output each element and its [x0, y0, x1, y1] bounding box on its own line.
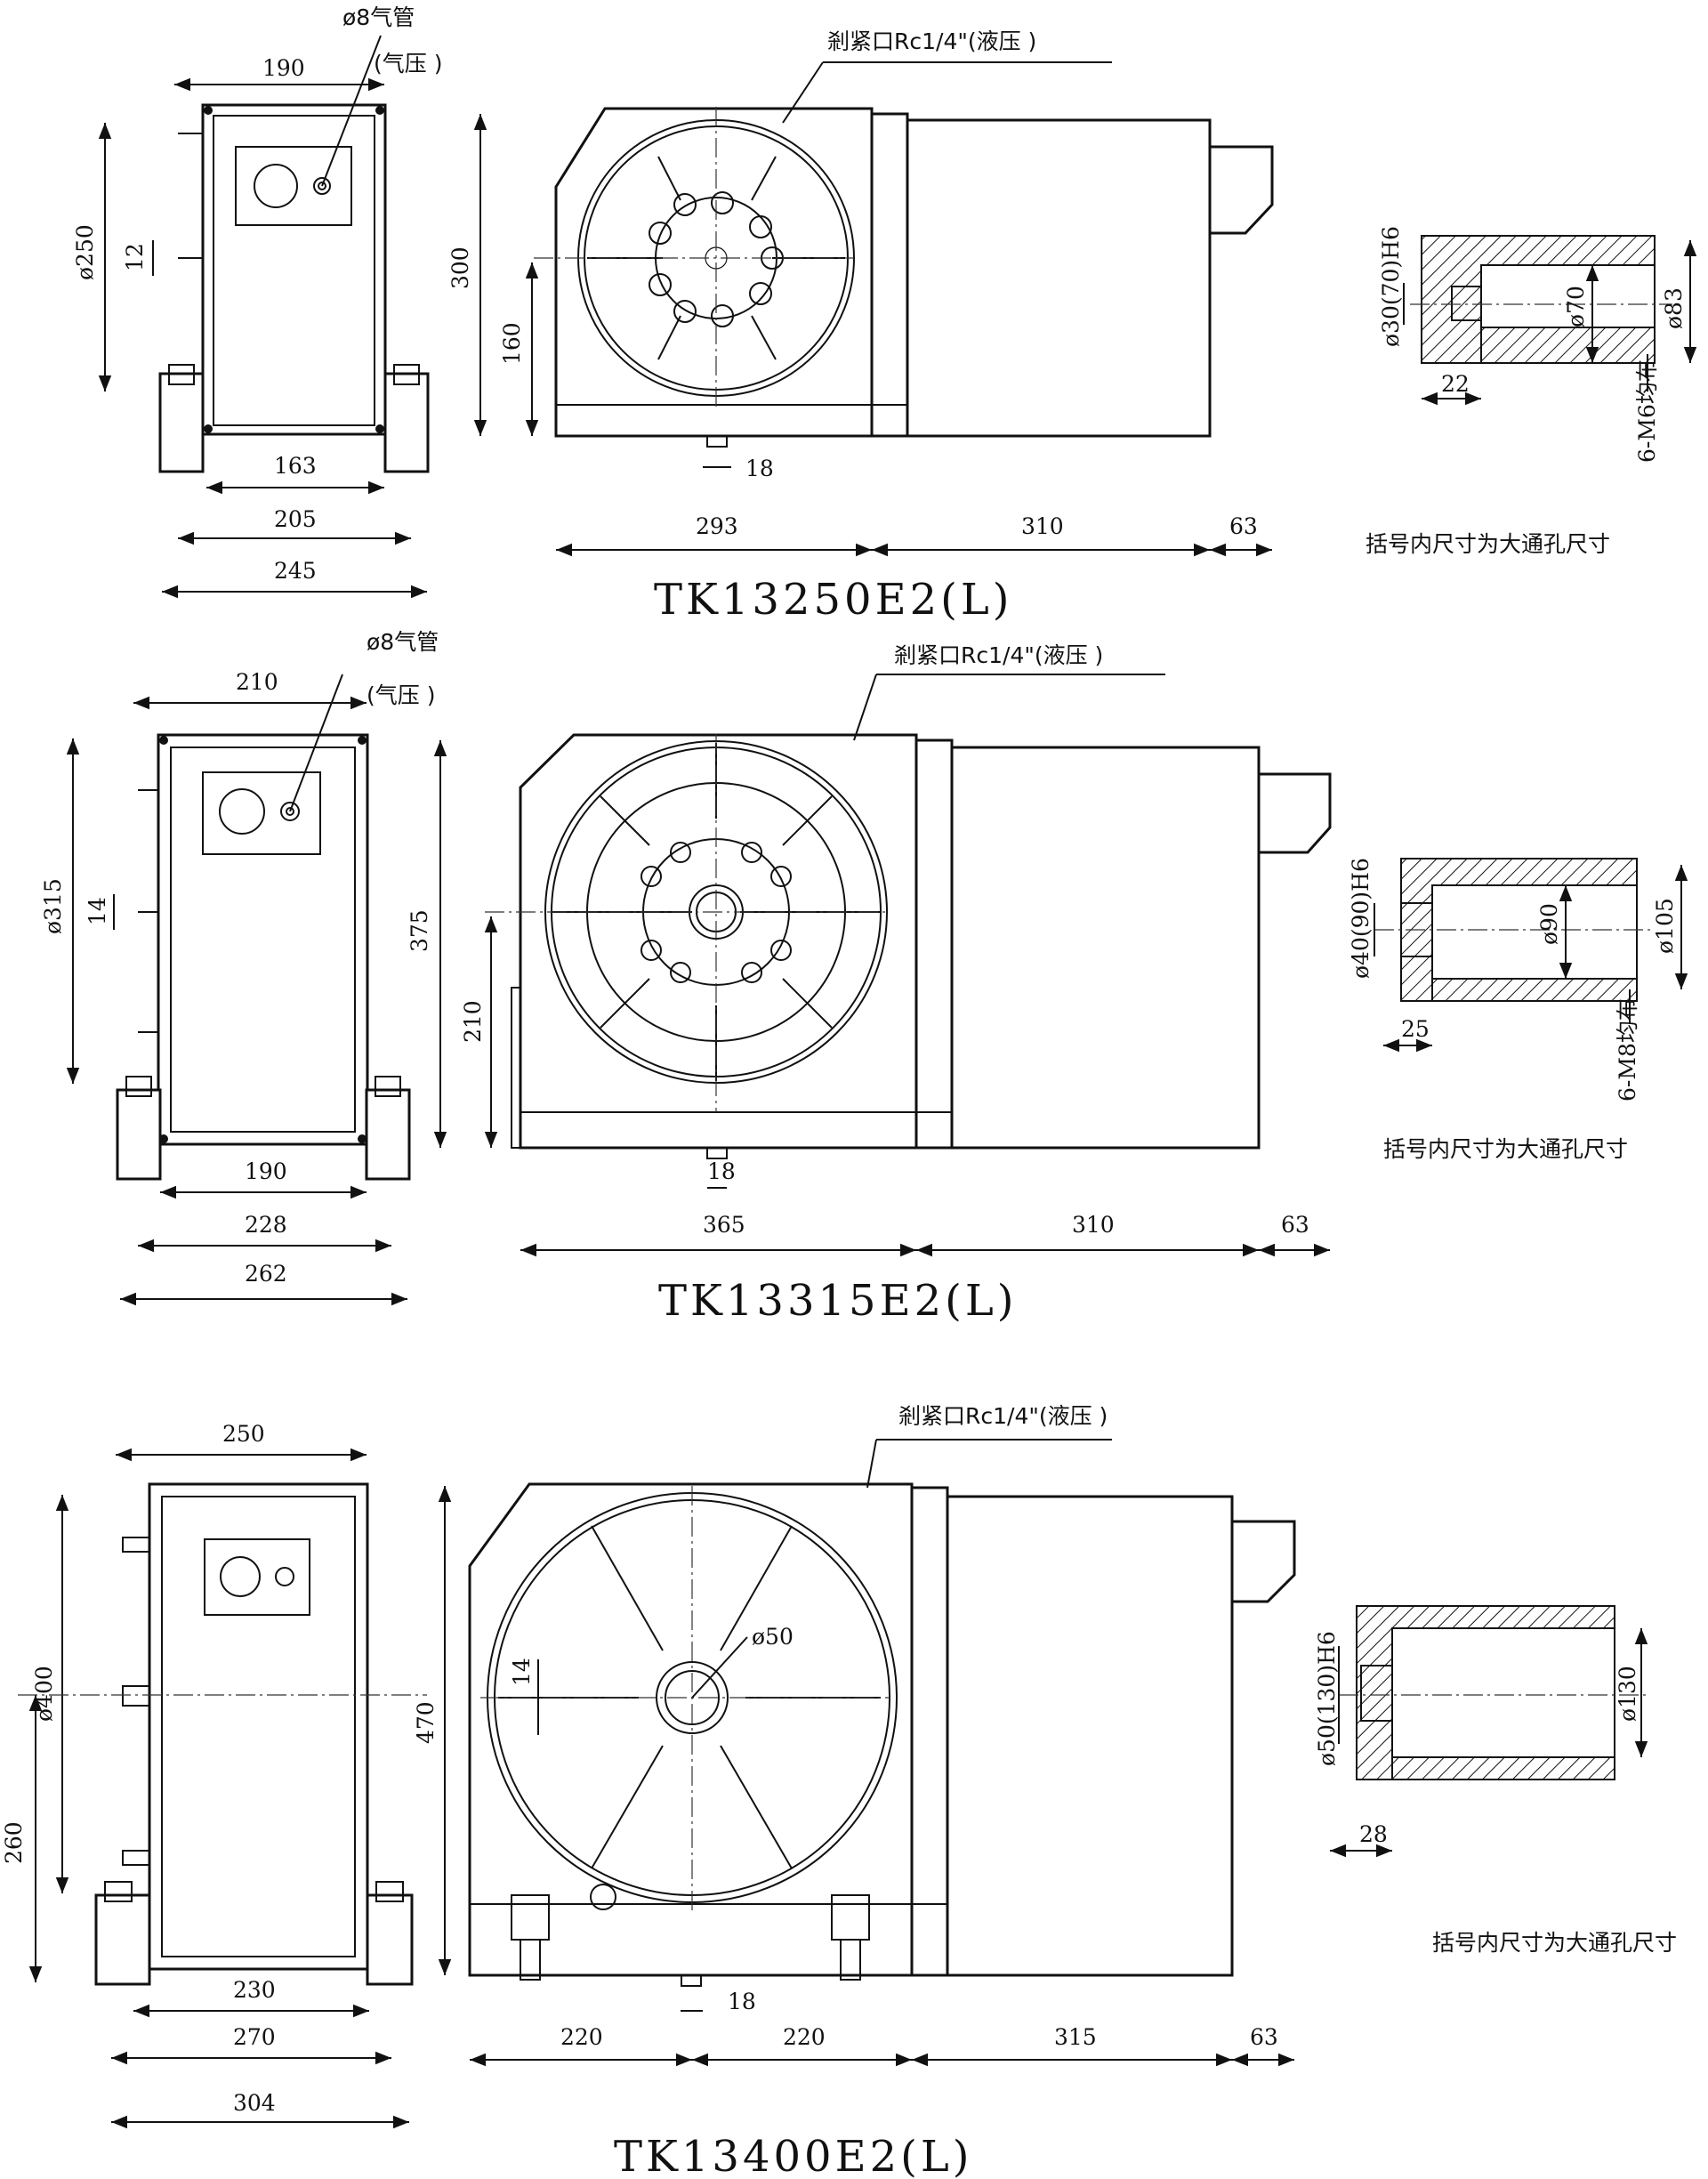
dim-base2: 205 [274, 506, 317, 532]
dim-front-height: 470 [413, 1701, 439, 1744]
clamp-port-label: 剎紧口Rc1/4"(液压 ) [898, 1403, 1108, 1429]
detail-outer: ø130 [1615, 1666, 1640, 1722]
dim-slot: 18 [745, 456, 774, 481]
dim-w4: 63 [1250, 2024, 1278, 2050]
dim-front-small: 14 [509, 1658, 535, 1686]
detail-depth: 22 [1441, 371, 1470, 397]
dim-base2: 228 [245, 1212, 287, 1238]
side-view: 190 ø250 12 163 205 245 ø8气管 (气压 ) [72, 4, 442, 599]
detail-note: 括号内尺寸为大通孔尺寸 [1432, 1930, 1677, 1956]
dim-front-height: 300 [447, 246, 473, 289]
detail-note: 括号内尺寸为大通孔尺寸 [1366, 531, 1610, 557]
front-view: 375 210 18 365 310 63 剎紧口Rc1/4"(液压 ) [407, 642, 1332, 1257]
side-view: 210 ø315 14 190 228 262 ø8气管 (气压 ) [40, 629, 439, 1306]
detail-bore: ø40(90)H6 [1348, 858, 1374, 979]
bore-detail: ø30(70)H6 ø70 ø83 22 6-M6均布 括号内尺寸为大通孔尺寸 [1366, 226, 1697, 557]
side-view: 250 ø400 260 230 270 304 [1, 1421, 427, 2129]
dim-top: 190 [262, 55, 305, 81]
detail-depth: 25 [1401, 1016, 1430, 1042]
model-title: TK13250E2(L) [654, 575, 1012, 625]
dim-front-center: 210 [460, 1000, 486, 1043]
dim-height: ø250 [72, 224, 98, 280]
detail-inner: ø70 [1563, 286, 1589, 327]
detail-bore: ø30(70)H6 [1378, 226, 1404, 347]
bore-detail: ø50(130)H6 ø130 28 括号内尺寸为大通孔尺寸 [1314, 1605, 1677, 1956]
dim-base3: 304 [233, 2090, 276, 2116]
detail-outer: ø105 [1652, 898, 1678, 954]
air-pipe-label: ø8气管 [367, 629, 439, 655]
dim-front-center: 160 [499, 322, 525, 365]
clamp-port-label: 剎紧口Rc1/4"(液压 ) [894, 642, 1103, 668]
model-tk13315: 210 ø315 14 190 228 262 ø8气管 (气压 ) [40, 629, 1688, 1326]
front-view: 300 160 18 293 310 63 剎紧口Rc1/4"(液压 ) [447, 28, 1274, 557]
dim-center: 260 [1, 1821, 27, 1864]
dim-base1: 163 [274, 453, 317, 479]
front-view: 470 14 ø50 18 220 220 315 63 剎紧口Rc1/4"(液… [413, 1403, 1296, 2067]
dim-front-bore: ø50 [752, 1624, 794, 1650]
detail-note: 括号内尺寸为大通孔尺寸 [1383, 1136, 1628, 1162]
model-tk13400: 250 ø400 260 230 270 304 [1, 1403, 1677, 2179]
dim-top: 250 [222, 1421, 265, 1447]
dim-front-height: 375 [407, 909, 432, 952]
dim-small: 12 [122, 243, 148, 271]
bore-detail: ø40(90)H6 ø90 ø105 25 6-M8均布 括号内尺寸为大通孔尺寸 [1348, 858, 1688, 1162]
dim-w1: 220 [560, 2024, 603, 2050]
model-tk13250: 190 ø250 12 163 205 245 ø8气管 (气压 ) [72, 4, 1697, 625]
dim-top: 210 [236, 669, 278, 695]
model-title: TK13315E2(L) [658, 1276, 1017, 1326]
dim-w2: 220 [783, 2024, 826, 2050]
air-pressure-label: (气压 ) [374, 51, 442, 77]
dim-small: 14 [85, 897, 110, 925]
air-pressure-label: (气压 ) [367, 682, 435, 708]
detail-inner: ø90 [1536, 903, 1562, 945]
dim-w3: 63 [1281, 1212, 1309, 1238]
dim-base1: 230 [233, 1977, 276, 2003]
dim-slot: 18 [728, 1989, 756, 2014]
dim-w2: 310 [1072, 1212, 1115, 1238]
dim-height: ø315 [40, 878, 66, 934]
air-pipe-label: ø8气管 [342, 4, 415, 30]
dim-slot: 18 [707, 1158, 736, 1184]
dim-base1: 190 [245, 1158, 287, 1184]
detail-depth: 28 [1359, 1821, 1388, 1847]
model-title: TK13400E2(L) [614, 2132, 972, 2179]
detail-bore: ø50(130)H6 [1314, 1631, 1340, 1766]
dim-w3: 315 [1054, 2024, 1097, 2050]
dim-w1: 365 [703, 1212, 745, 1238]
clamp-port-label: 剎紧口Rc1/4"(液压 ) [827, 28, 1036, 54]
detail-outer: ø83 [1661, 287, 1687, 329]
dim-w3: 63 [1229, 513, 1258, 539]
dim-w1: 293 [696, 513, 738, 539]
detail-holes: 6-M8均布 [1615, 998, 1640, 1102]
dim-base3: 245 [274, 558, 317, 584]
dim-base3: 262 [245, 1261, 287, 1287]
dim-w2: 310 [1021, 513, 1064, 539]
detail-holes: 6-M6均布 [1634, 359, 1660, 463]
dim-base2: 270 [233, 2024, 276, 2050]
